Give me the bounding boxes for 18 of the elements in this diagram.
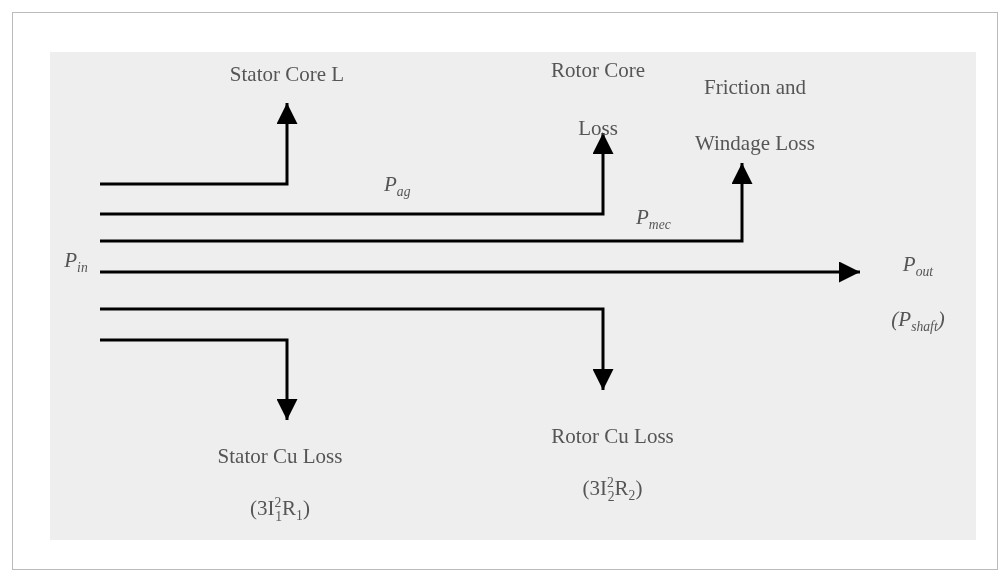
- math-label: (P$_{shaft}$): [891, 306, 945, 336]
- text-label: Stator Core L: [229, 62, 345, 88]
- math-label: P$_{out}$: [902, 252, 934, 281]
- flow-arrow: [100, 261, 860, 283]
- text-label: Rotor Core Loss: [550, 57, 646, 142]
- text-label: Rotor Cu Loss: [551, 424, 674, 450]
- flow-arrow: [100, 338, 298, 420]
- text-label: (3I$^{2}$$_{2}$R$_{2}$): [582, 475, 643, 505]
- flow-arrow: [100, 163, 753, 243]
- edge-label: P$_{ag}$: [384, 172, 411, 201]
- flow-arrow: [100, 133, 614, 216]
- flow-arrow: [100, 307, 614, 390]
- text-label: Friction and Windage Loss: [694, 74, 816, 157]
- text-label: (3I$^{2}$$_{1}$R$_{1}$): [250, 495, 310, 525]
- text-label: Stator Cu Loss: [217, 444, 343, 470]
- edge-label: P$_{mec}$: [636, 205, 671, 234]
- math-label: P$_{in}$: [64, 248, 88, 277]
- flow-arrow: [100, 103, 298, 186]
